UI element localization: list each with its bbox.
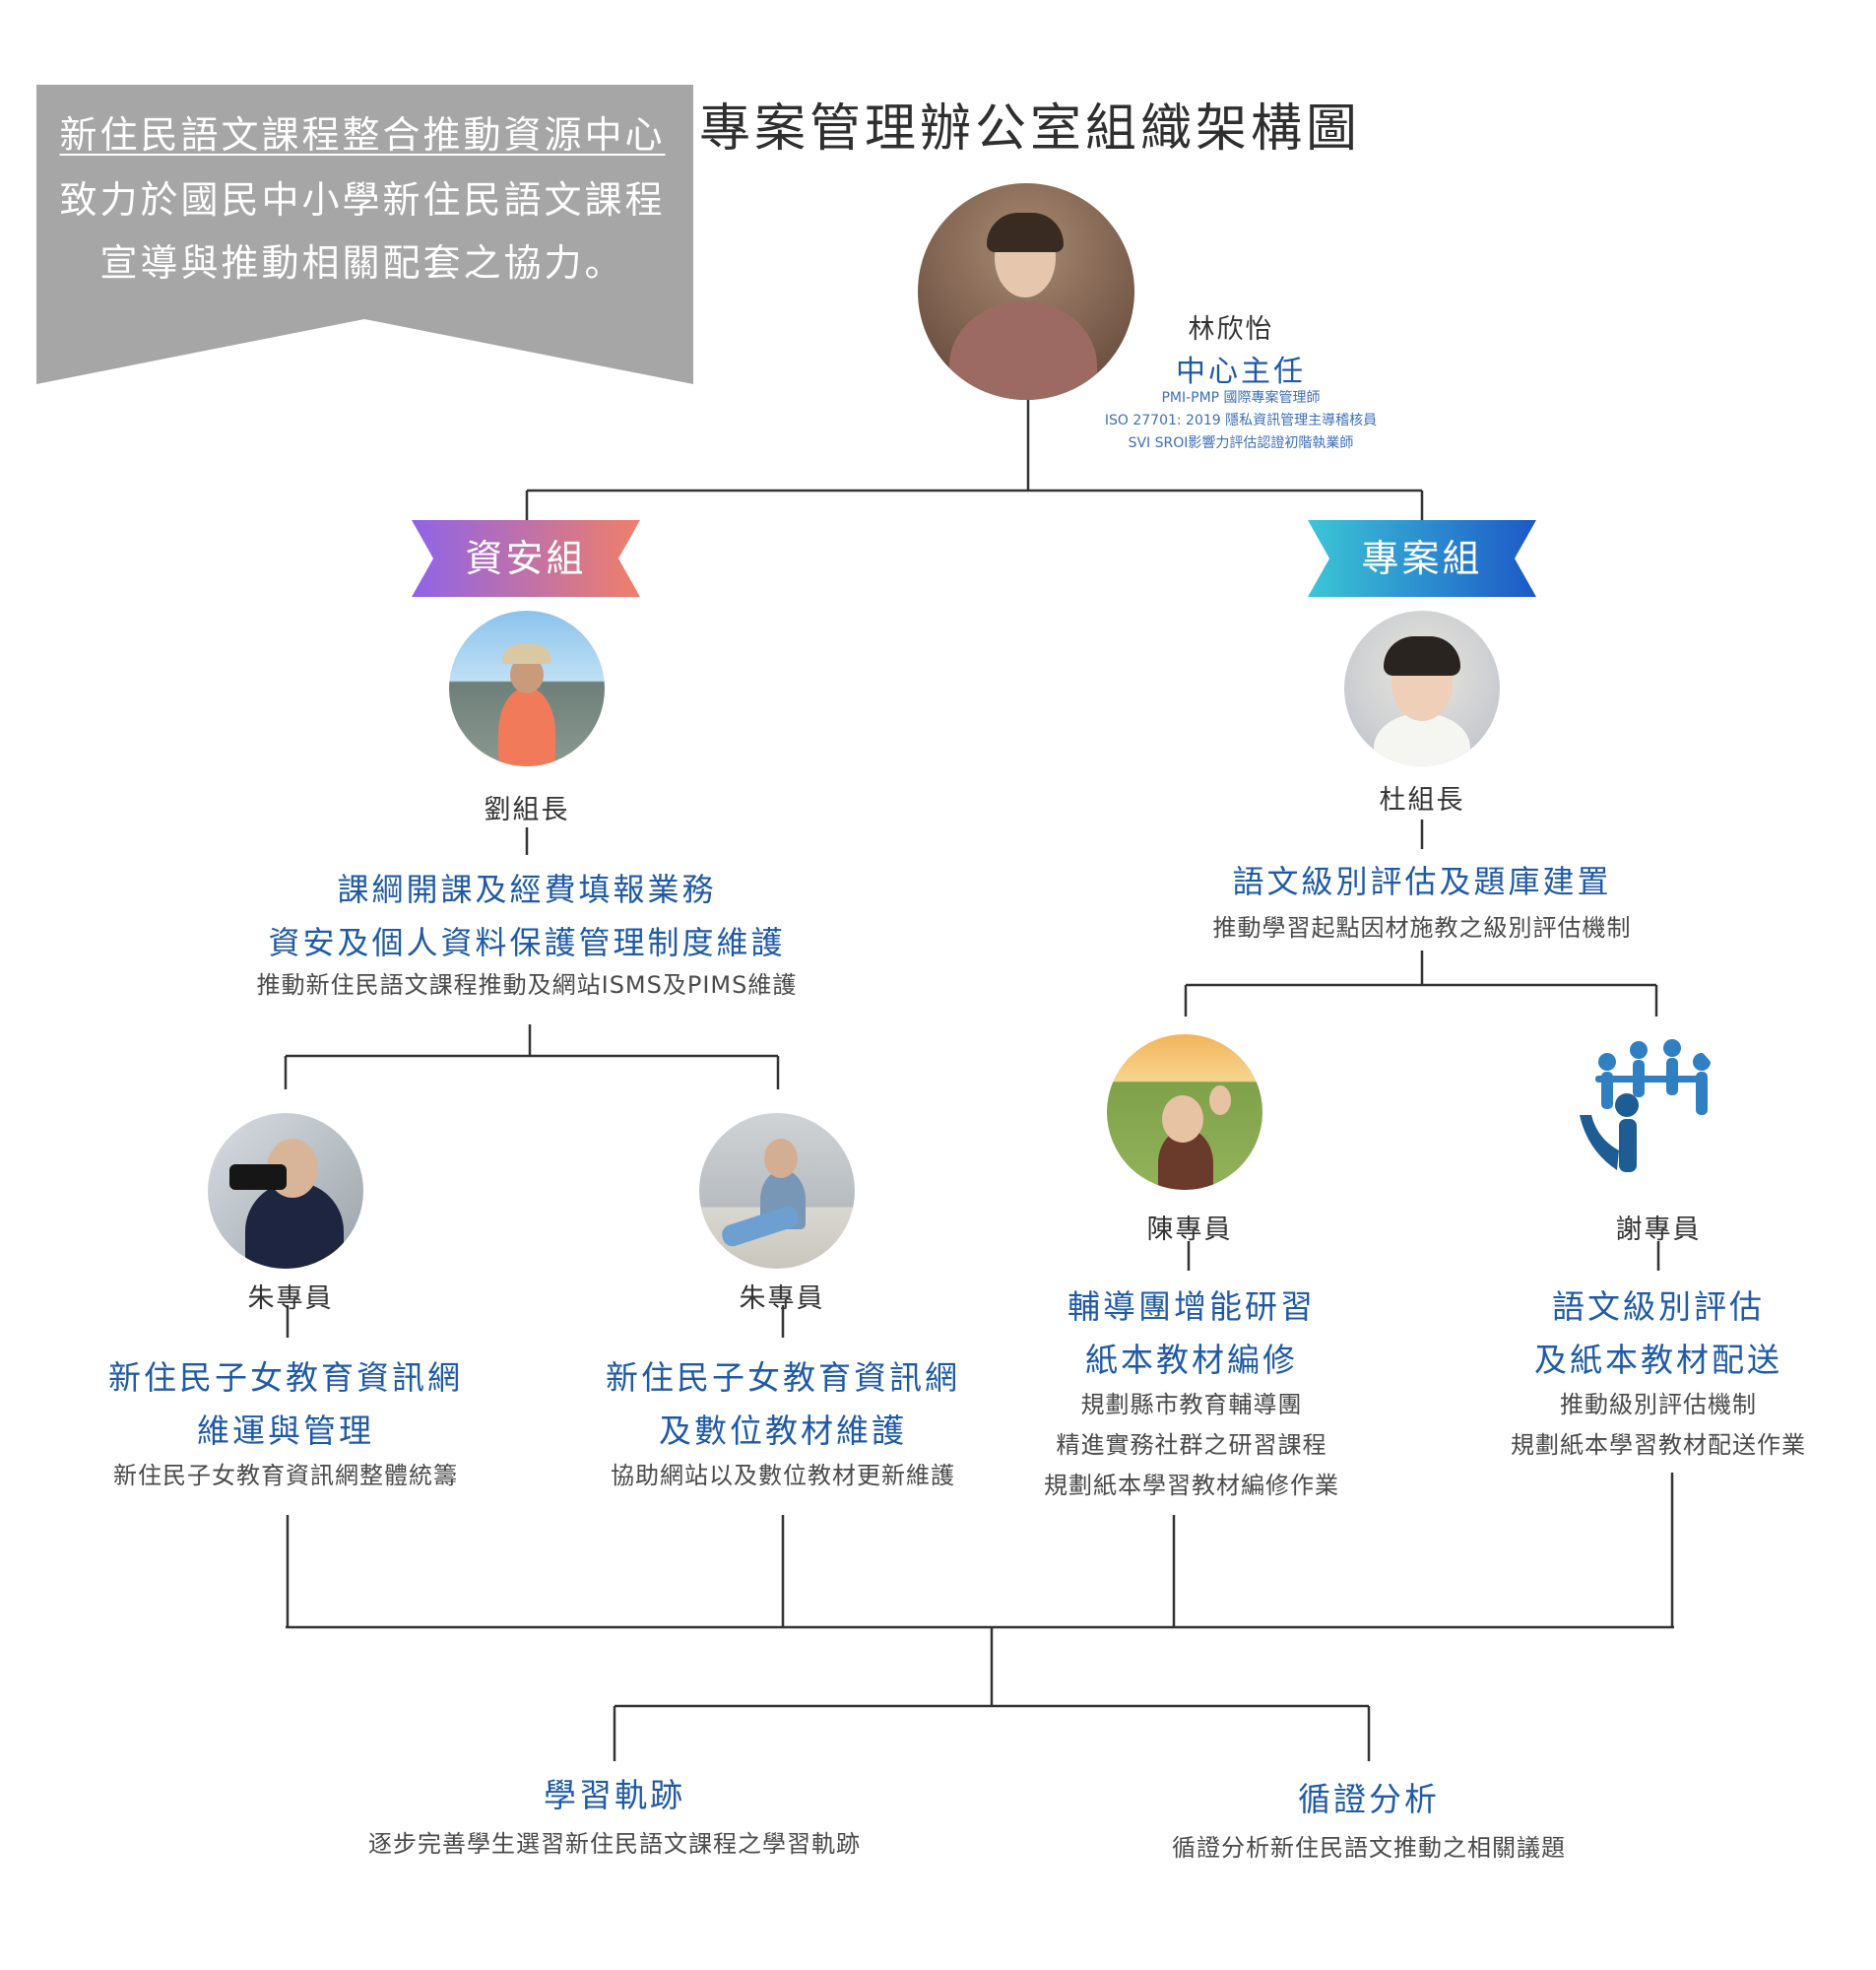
- staff-3-desc-2: 精進實務社群之研習課程: [1056, 1431, 1327, 1459]
- resource-center-link[interactable]: 新住民語文課程整合推動資源中心: [59, 113, 666, 157]
- staff-4-desc-2: 規劃紙本學習教材配送作業: [1511, 1431, 1806, 1459]
- director-credential-1: PMI-PMP 國際專案管理師: [1161, 390, 1321, 406]
- staff-2-title-1: 新住民子女教育資訊網: [606, 1358, 960, 1397]
- outcome-1-desc: 逐步完善學生選習新住民語文課程之學習軌跡: [368, 1830, 861, 1858]
- project-team-label: 專案組: [1308, 520, 1536, 597]
- project-leader-name: 杜組長: [1379, 785, 1465, 816]
- staff-1-name: 朱專員: [247, 1283, 334, 1314]
- security-team-label: 資安組: [412, 520, 640, 597]
- staff-1-title-1: 新住民子女教育資訊網: [108, 1358, 463, 1397]
- staff-2-name: 朱專員: [739, 1283, 825, 1314]
- project-leader-avatar: [1344, 611, 1500, 766]
- staff-4-title-2: 及紙本教材配送: [1534, 1341, 1782, 1379]
- staff-1-title-2: 維運與管理: [197, 1412, 374, 1450]
- outcome-2-title: 循證分析: [1298, 1780, 1440, 1818]
- staff-3-desc-1: 規劃縣市教育輔導團: [1080, 1391, 1303, 1418]
- staff-2-title-2: 及數位教材維護: [659, 1412, 907, 1450]
- director-avatar: [918, 183, 1134, 400]
- page-title: 專案管理辦公室組織架構圖: [699, 99, 1362, 159]
- staff-3-title-2: 紙本教材編修: [1085, 1341, 1298, 1379]
- security-duty-desc: 推動新住民語文課程推動及網站ISMS及PIMS維護: [256, 971, 798, 999]
- staff-2-avatar: [699, 1113, 855, 1269]
- people-circle-icon: [1578, 1032, 1725, 1180]
- project-duty-desc: 推動學習起點因材施教之級別評估機制: [1212, 914, 1632, 942]
- banner-line-2: 致力於國民中小學新住民語文課程: [59, 178, 666, 222]
- project-team-name: 專案組: [1361, 537, 1483, 580]
- staff-4-title-1: 語文級別評估: [1552, 1287, 1765, 1326]
- staff-2-desc: 協助網站以及數位教材更新維護: [611, 1462, 955, 1489]
- security-leader-name: 劉組長: [484, 795, 570, 825]
- director-role: 中心主任: [1176, 355, 1306, 389]
- staff-4-name: 謝專員: [1615, 1215, 1702, 1245]
- security-duty-2: 資安及個人資料保護管理制度維護: [268, 924, 786, 961]
- security-ribbon-shape: [412, 520, 640, 597]
- security-team-name: 資安組: [465, 537, 587, 580]
- staff-4-desc-1: 推動級別評估機制: [1560, 1391, 1757, 1418]
- staff-1-avatar: [208, 1113, 363, 1269]
- director-name: 林欣怡: [1188, 314, 1274, 345]
- security-leader-avatar: [449, 611, 605, 766]
- outcome-1-title: 學習軌跡: [544, 1776, 685, 1814]
- security-duty-1: 課綱開課及經費填報業務: [337, 871, 717, 908]
- staff-3-title-1: 輔導團增能研習: [1067, 1287, 1316, 1326]
- staff-3-desc-3: 規劃紙本學習教材編修作業: [1044, 1472, 1339, 1499]
- director-credential-3: SVI SROI影響力評估認證初階執業師: [1128, 435, 1354, 451]
- staff-3-name: 陳專員: [1146, 1215, 1233, 1245]
- staff-3-avatar: [1107, 1034, 1262, 1190]
- staff-1-desc: 新住民子女教育資訊網整體統籌: [113, 1462, 458, 1489]
- outcome-2-desc: 循證分析新住民語文推動之相關議題: [1172, 1834, 1566, 1862]
- project-ribbon-shape: [1308, 520, 1536, 597]
- director-credential-2: ISO 27701: 2019 隱私資訊管理主導稽核員: [1104, 413, 1378, 428]
- project-duty-1: 語文級別評估及題庫建置: [1232, 863, 1612, 900]
- banner-line-3: 宣導與推動相關配套之協力。: [99, 241, 625, 285]
